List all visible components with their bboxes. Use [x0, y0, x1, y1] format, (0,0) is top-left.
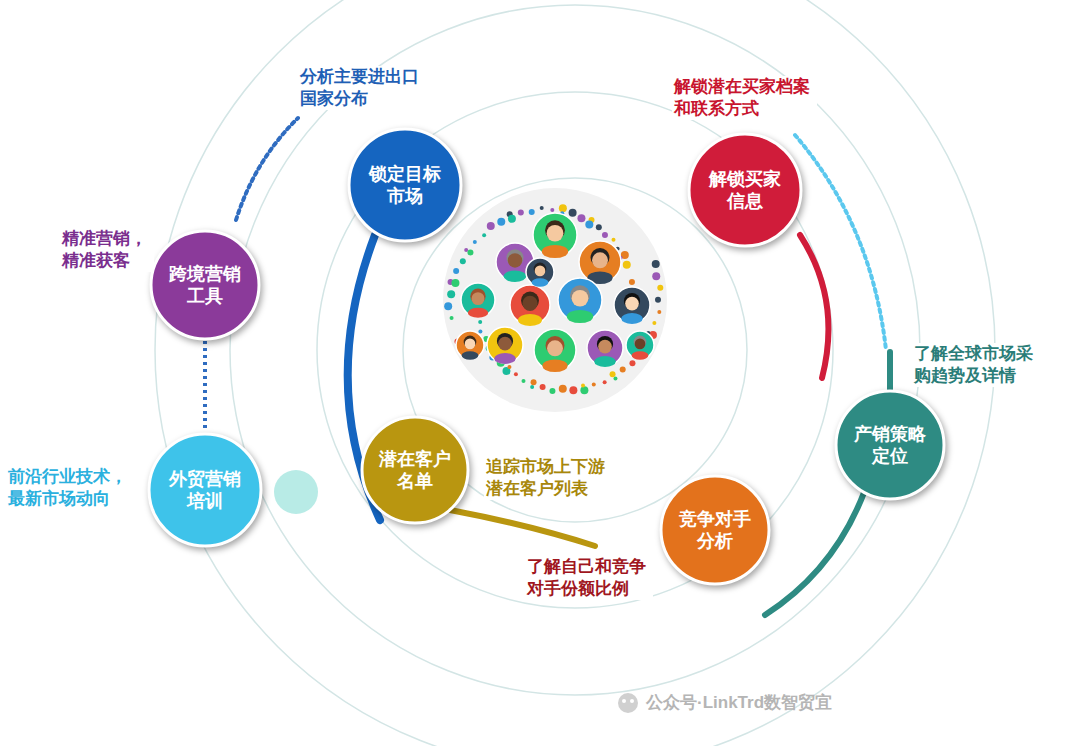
- topic-circle: 产销策略定位: [834, 389, 946, 501]
- watermark: 公众号·LinkTrd数智贸宜: [644, 692, 834, 714]
- watermark-icon: [618, 693, 638, 713]
- topic-label: 跨境营销工具: [167, 263, 243, 308]
- circle-outline: [347, 127, 463, 243]
- topic-label: 外贸营销培训: [167, 468, 243, 513]
- topic-label: 潜在客户名单: [377, 448, 453, 493]
- callout-note: 了解自己和竞争 对手份额比例: [525, 556, 653, 600]
- topic-label: 竞争对手分析: [677, 508, 753, 553]
- circle-outline: [149, 229, 261, 341]
- topic-label: 锁定目标市场: [367, 163, 443, 208]
- orbit-rings: [155, 0, 995, 746]
- topic-label: 产销策略定位: [852, 423, 928, 468]
- callout-note: 精准营销， 精准获客: [60, 228, 154, 272]
- topic-circle: 外贸营销培训: [147, 432, 263, 548]
- dotted-connector: [203, 341, 207, 432]
- topic-circle: 竞争对手分析: [659, 474, 771, 586]
- circle-outline: [360, 415, 470, 525]
- callout-note: 分析主要进出口 国家分布: [298, 66, 426, 110]
- circle-outline: [659, 474, 771, 586]
- topic-circle: 锁定目标市场: [347, 127, 463, 243]
- people-illustration: [443, 188, 667, 412]
- color-arcs: [236, 118, 890, 615]
- callout-note: 了解全球市场采 购趋势及详情: [912, 343, 1040, 387]
- callout-note: 前沿行业技术， 最新市场动向: [6, 466, 134, 510]
- circle-outline: [687, 132, 803, 248]
- circle-outline: [147, 432, 263, 548]
- callout-note: 追踪市场上下游 潜在客户列表: [484, 456, 612, 500]
- topic-circle: 解锁买家信息: [687, 132, 803, 248]
- callout-note: 解锁潜在买家档案 和联系方式: [672, 76, 817, 120]
- topic-circle: 潜在客户名单: [360, 415, 470, 525]
- topic-label: 解锁买家信息: [707, 168, 783, 213]
- circle-outline: [834, 389, 946, 501]
- topic-circle: 跨境营销工具: [149, 229, 261, 341]
- accent-dot: [274, 470, 318, 514]
